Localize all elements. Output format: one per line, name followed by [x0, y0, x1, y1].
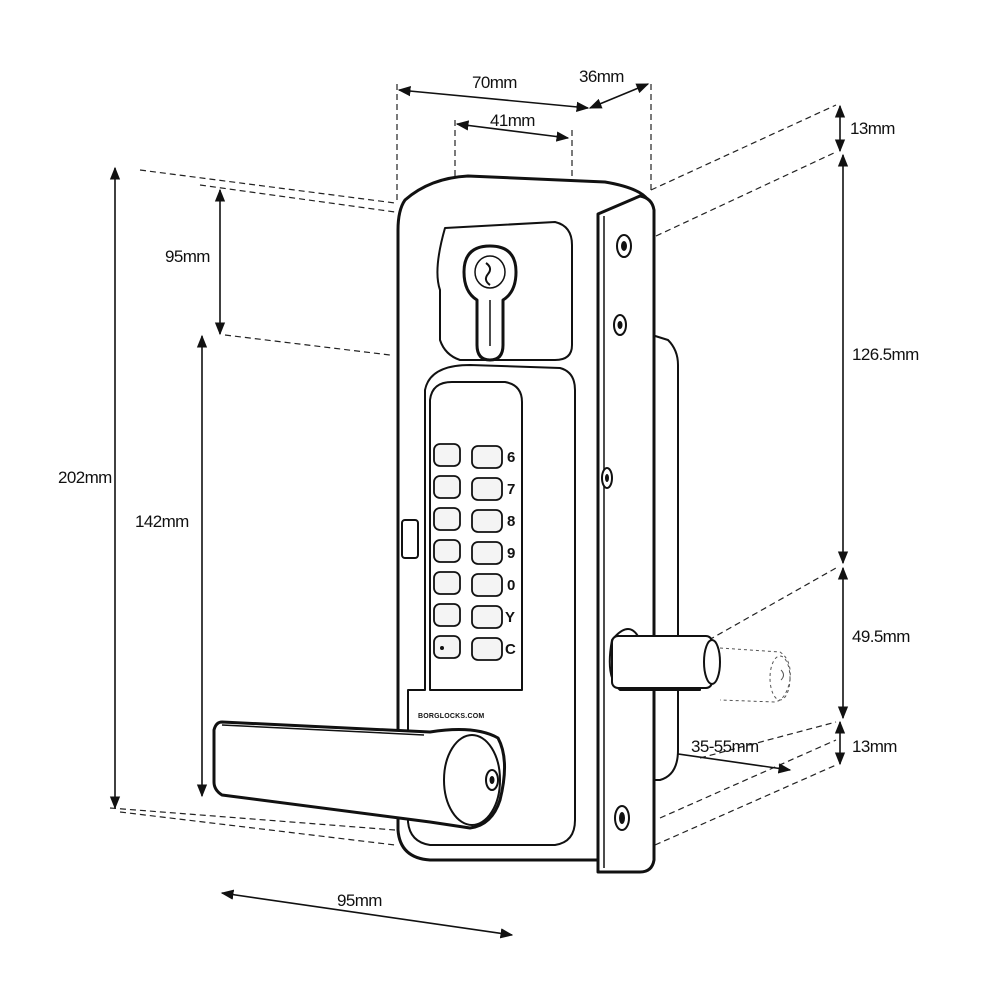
- keypad-key-right-7[interactable]: [471, 477, 503, 501]
- keypad-key-right-0[interactable]: [471, 573, 503, 597]
- dim-label-height-49-5: 49.5mm: [852, 627, 910, 646]
- key-cylinder-icon: [462, 244, 518, 362]
- dim-label-width-70: 70mm: [472, 73, 517, 92]
- keypad-key-right-6[interactable]: [471, 445, 503, 469]
- keypad-key-left-6[interactable]: [433, 603, 461, 627]
- key-label: 6: [507, 449, 515, 466]
- dim-label-lever-95: 95mm: [337, 891, 382, 910]
- key-label: C: [505, 641, 516, 658]
- dim-label-height-95: 95mm: [165, 247, 210, 266]
- dim-label-height-126-5: 126.5mm: [852, 345, 919, 364]
- dim-label-latch-35-55: 35-55mm: [691, 737, 759, 756]
- dimension-arrows: [109, 83, 849, 939]
- key-label: Y: [505, 609, 515, 626]
- key-label: 0: [507, 577, 515, 594]
- lever-handle[interactable]: [212, 720, 507, 830]
- dim-label-depth-36: 36mm: [579, 67, 624, 86]
- keypad-key-left-4[interactable]: [433, 539, 461, 563]
- key-label: 8: [507, 513, 515, 530]
- keypad-key-right-y[interactable]: [471, 605, 503, 629]
- latch-bolt: [608, 628, 791, 703]
- extension-lines: [109, 84, 837, 846]
- dimension-labels: 70mm 36mm 41mm 13mm 95mm 202mm 142mm 126…: [58, 67, 920, 910]
- brand-label: BORGLOCKS.COM: [418, 713, 484, 720]
- keypad-key-left-1[interactable]: [433, 443, 461, 467]
- keypad-key-left-3[interactable]: [433, 507, 461, 531]
- keypad-key-left-2[interactable]: [433, 475, 461, 499]
- keypad-key-right-8[interactable]: [471, 509, 503, 533]
- keypad-key-left-7[interactable]: [433, 635, 461, 659]
- dim-label-height-142: 142mm: [135, 512, 189, 531]
- dim-label-bottom-13: 13mm: [852, 737, 897, 756]
- key-label: 9: [507, 545, 515, 562]
- dim-label-top-13: 13mm: [850, 119, 895, 138]
- dim-label-width-41: 41mm: [490, 111, 535, 130]
- key-label: 7: [507, 481, 515, 498]
- keypad-key-right-9[interactable]: [471, 541, 503, 565]
- screw-icon: [601, 234, 632, 831]
- keypad: 6 7 8 9 0 Y C BORGLOCKS.COM: [418, 443, 516, 720]
- dim-label-height-202: 202mm: [58, 468, 112, 487]
- keypad-key-left-5[interactable]: [433, 571, 461, 595]
- keypad-key-right-c[interactable]: [471, 637, 503, 661]
